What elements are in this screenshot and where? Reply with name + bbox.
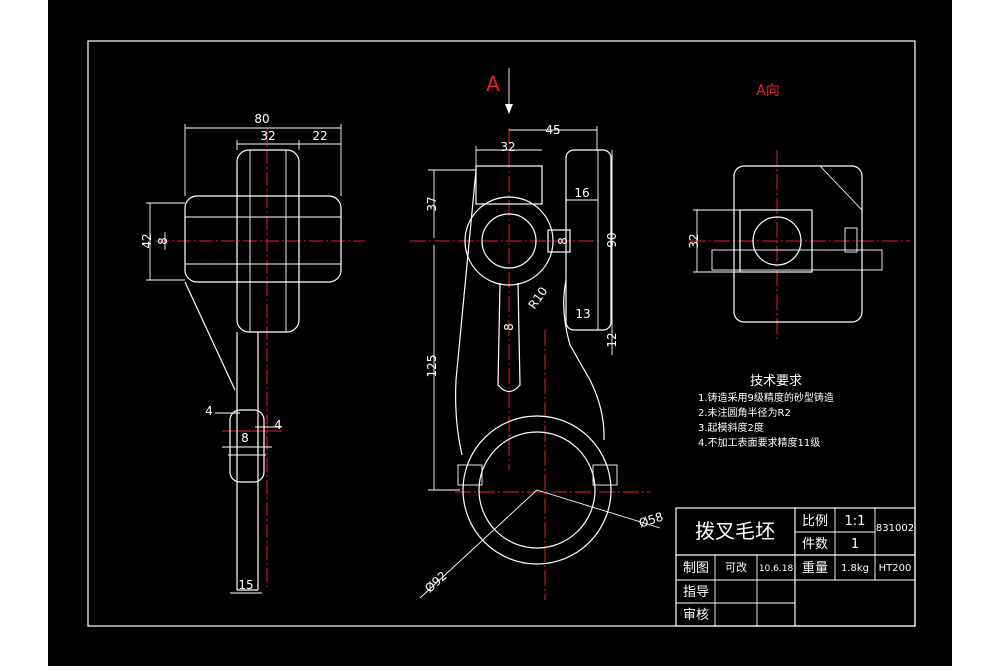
note-item: 1.铸造采用9级精度的砂型铸造	[698, 391, 834, 404]
dim-42: 42	[140, 233, 154, 248]
upper-hub-bore	[481, 213, 537, 269]
dim-80: 80	[254, 112, 269, 126]
left-view: 80 32 22 42 8 4 4 8 15	[140, 112, 365, 594]
note-item: 2.未注圆角半径为R2	[698, 406, 791, 419]
dim-4-left: 4	[205, 404, 213, 418]
upper-hub-outer	[464, 196, 554, 286]
drawn-date: 10.6.18	[759, 564, 794, 574]
web	[497, 282, 521, 393]
dim-32-top: 32	[260, 129, 275, 143]
part-name: 拨叉毛坯	[695, 519, 775, 543]
dim-37: 37	[425, 196, 439, 211]
scale-value: 1:1	[845, 514, 866, 529]
view-a: A向 32	[687, 83, 910, 340]
dim-90: 90	[605, 232, 619, 247]
count-value: 1	[851, 537, 859, 552]
dim-8-small: 8	[241, 431, 249, 445]
side-flange	[565, 149, 612, 331]
dim-12: 12	[605, 332, 619, 347]
hub-body	[236, 149, 300, 333]
section-arrow-label: A	[486, 72, 500, 96]
title-block: 拨叉毛坯 比例 1:1 件数 1 831002 制图 可改 10.6.18 重量…	[675, 507, 916, 627]
dim-8-mid: 8	[556, 237, 570, 245]
dim-15: 15	[238, 578, 253, 592]
drawn-label: 制图	[683, 561, 709, 576]
technical-notes: 技术要求 1.铸造采用9级精度的砂型铸造 2.未注圆角半径为R2 3.起模斜度2…	[698, 374, 834, 449]
view-a-body	[733, 165, 863, 323]
lower-hub-bore	[478, 431, 596, 549]
notes-title: 技术要求	[750, 374, 802, 389]
dim-13: 13	[575, 307, 590, 321]
note-item: 4.不加工表面要求精度11级	[698, 436, 820, 449]
scale-label: 比例	[802, 514, 828, 529]
drawing-number: 831002	[876, 523, 914, 534]
count-label: 件数	[802, 537, 828, 552]
dim-8-web: 8	[502, 323, 516, 331]
dim-22: 22	[312, 129, 327, 143]
dim-45: 45	[545, 123, 560, 137]
main-view: A 45 32 16	[410, 68, 665, 600]
weight-value: 1.8kg	[841, 563, 869, 574]
note-item: 3.起模斜度2度	[698, 421, 764, 434]
view-a-label: A向	[756, 83, 780, 99]
drawing-frame	[87, 40, 916, 627]
dim-125: 125	[425, 355, 439, 378]
cross-body	[184, 195, 342, 283]
review-label: 审核	[683, 608, 709, 623]
dim-16: 16	[574, 186, 589, 200]
fork-end-left	[229, 409, 265, 483]
weight-label: 重量	[802, 560, 828, 576]
dim-32-right: 32	[687, 233, 701, 248]
dim-4-right: 4	[274, 418, 282, 432]
guide-label: 指导	[683, 585, 709, 600]
lower-hub-outer	[462, 415, 612, 565]
dim-8-left: 8	[156, 237, 170, 245]
drawn-name: 可改	[725, 560, 747, 574]
material: HT200	[879, 563, 912, 574]
dim-32-mid: 32	[500, 140, 515, 154]
